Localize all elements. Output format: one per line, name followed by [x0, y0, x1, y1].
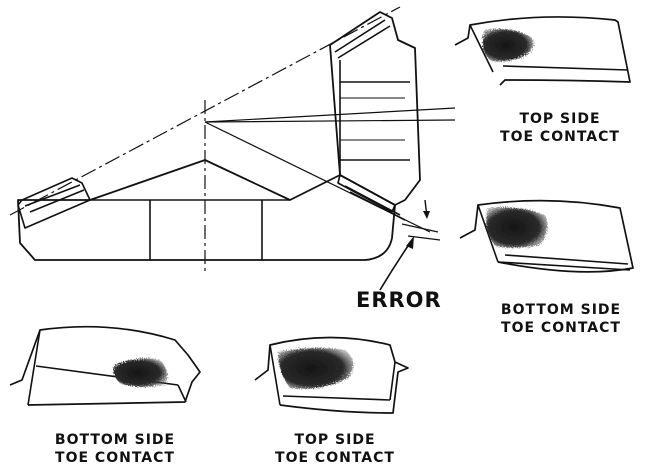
gear-tooth-contact-pattern-icon	[459, 199, 634, 273]
caption-line: TOE CONTACT	[55, 449, 175, 466]
gear-tooth-contact-pattern-icon	[454, 16, 631, 86]
error-label: ERROR	[356, 288, 442, 312]
bottom-left-caption: BOTTOM SIDE TOE CONTACT	[20, 432, 210, 467]
contact-pattern-icon	[113, 29, 548, 389]
mid-right-caption: BOTTOM SIDE TOE CONTACT	[478, 302, 644, 337]
caption-line: BOTTOM SIDE	[500, 302, 622, 318]
caption-line: TOE CONTACT	[275, 449, 395, 466]
caption-line: TOE CONTACT	[500, 128, 620, 145]
caption-line: BOTTOM SIDE	[54, 432, 176, 448]
caption-line: TOP SIDE	[294, 432, 376, 448]
caption-line: TOP SIDE	[519, 111, 601, 127]
bottom-center-caption: TOP SIDE TOE CONTACT	[250, 432, 420, 467]
caption-line: TOE CONTACT	[501, 319, 621, 336]
gear-tooth-contact-pattern-icon	[9, 325, 201, 406]
gear-tooth-contact-pattern-icon	[254, 336, 409, 414]
top-right-caption: TOP SIDE TOE CONTACT	[480, 111, 640, 146]
